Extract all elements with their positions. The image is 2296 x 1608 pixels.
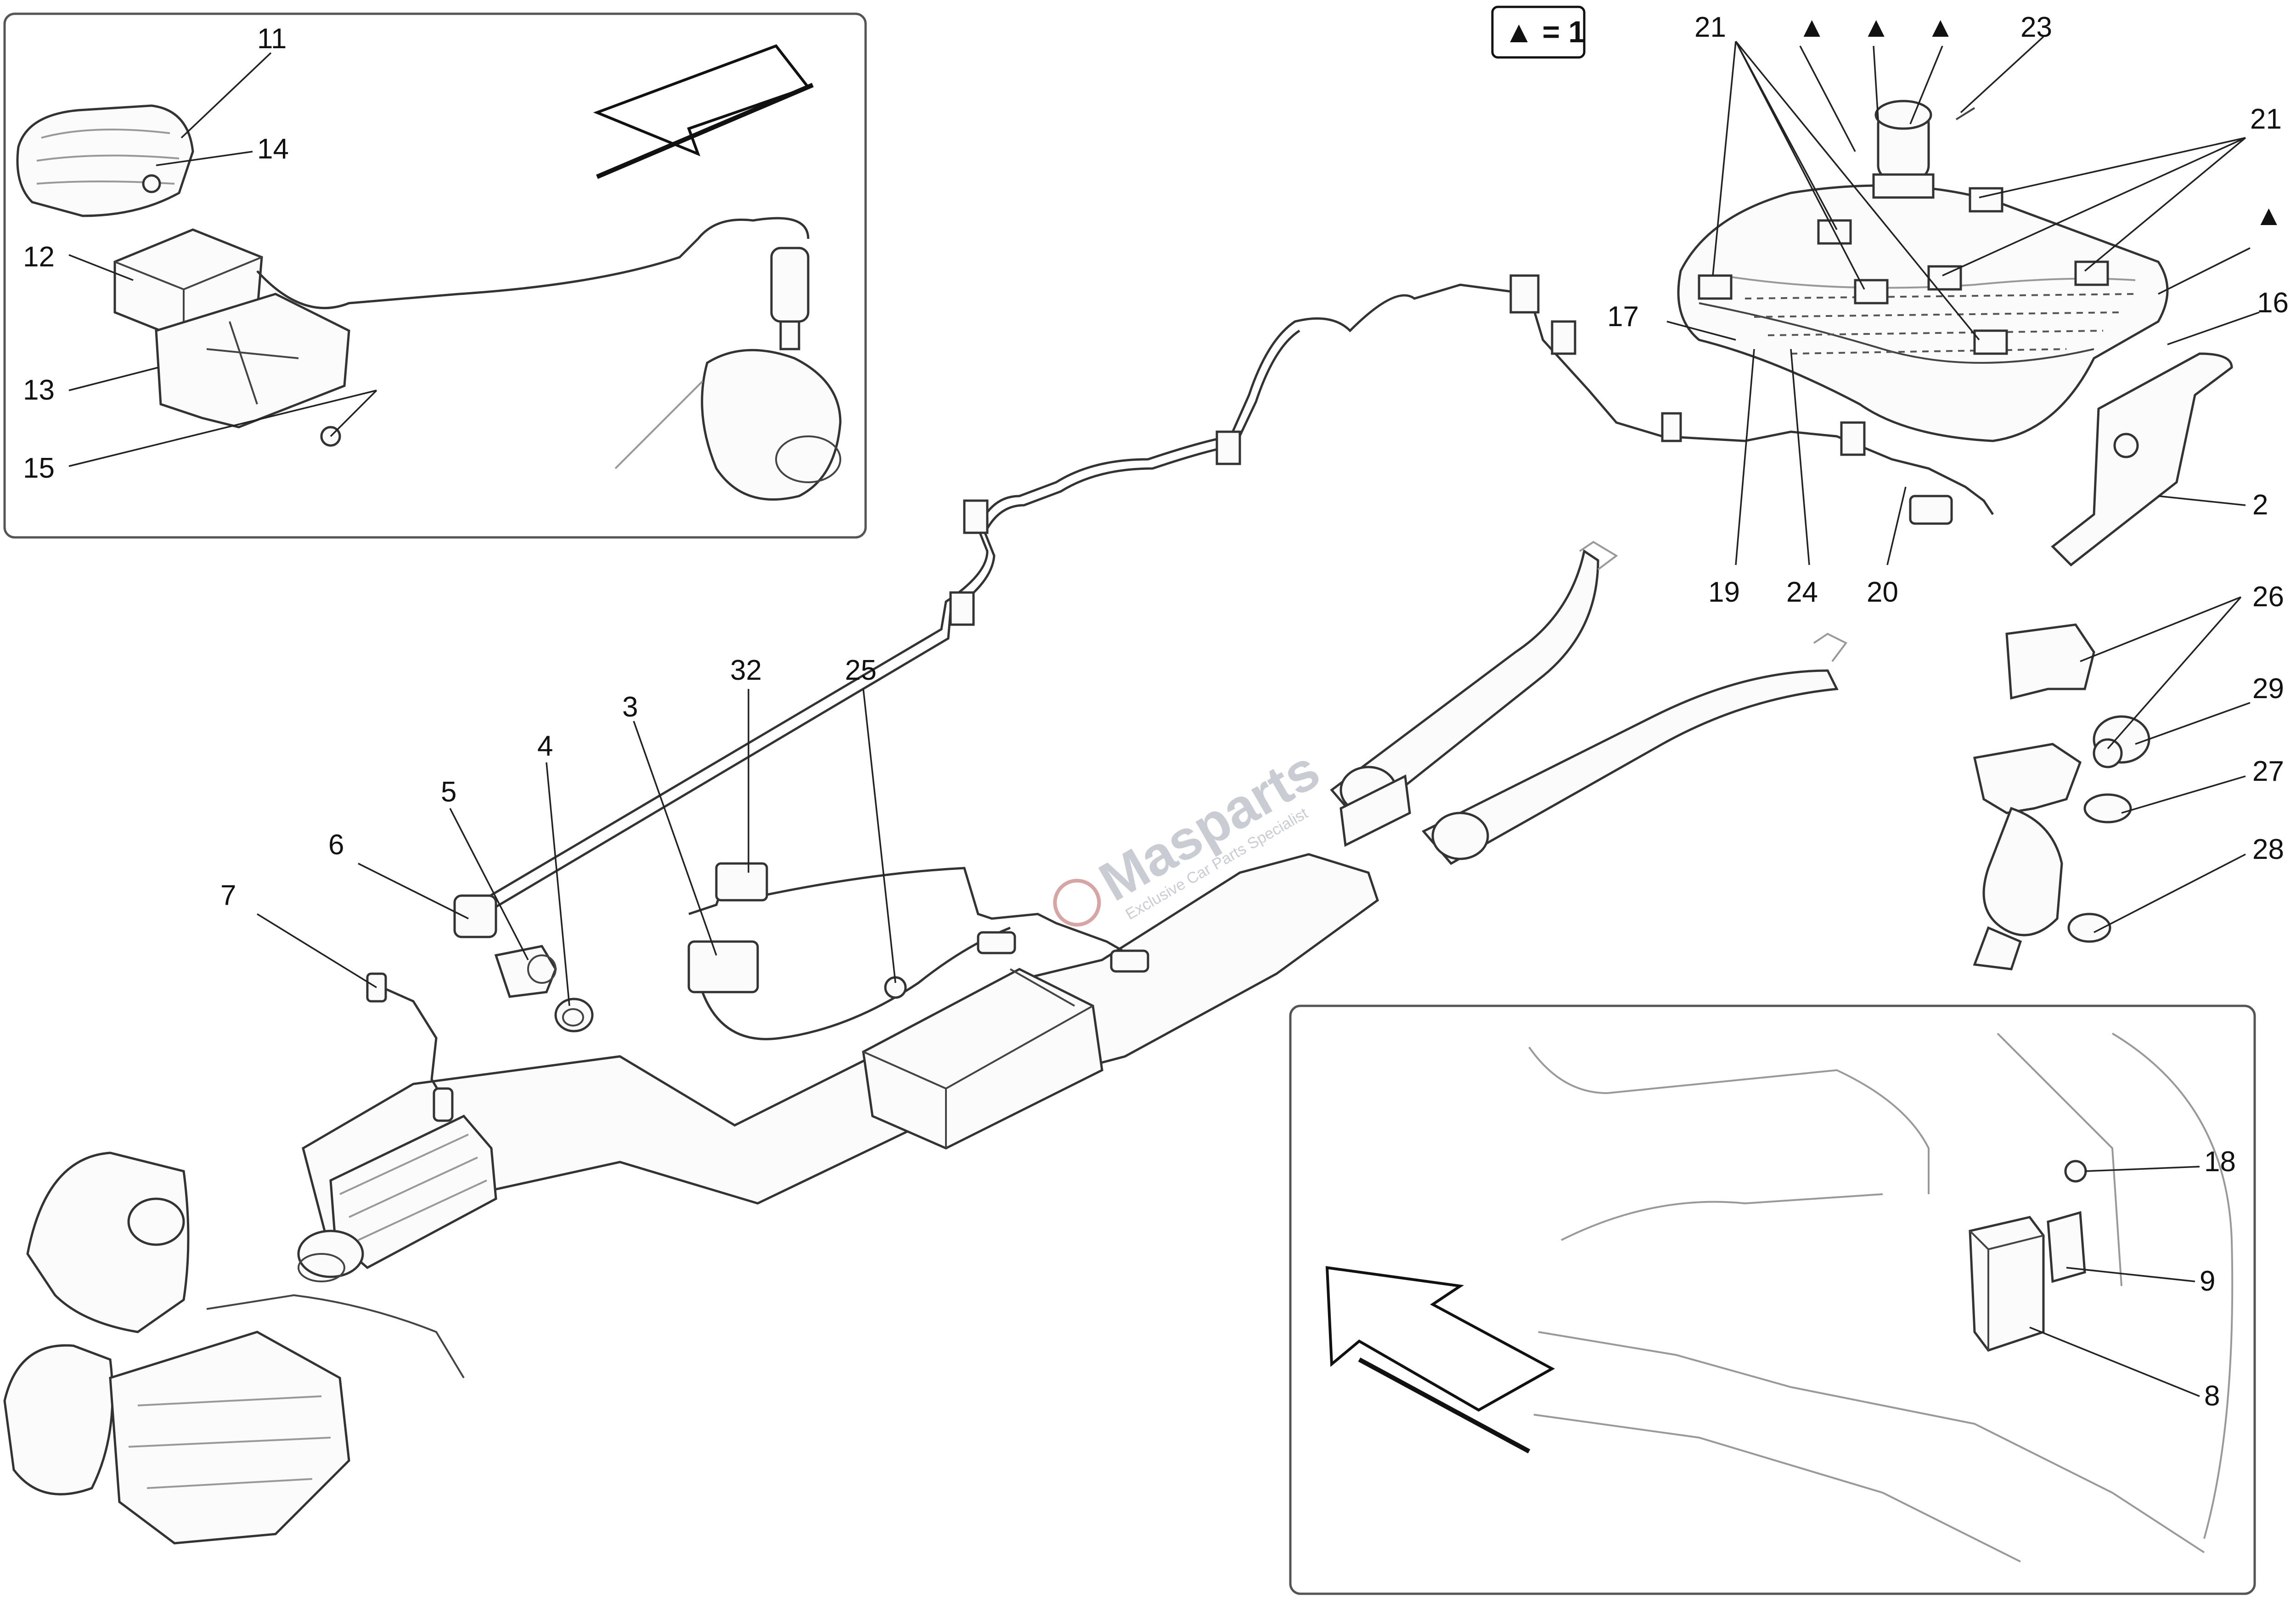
wiring-harness — [458, 274, 1994, 925]
ecu-part — [1969, 1216, 2045, 1352]
callout-19: 19 — [1708, 576, 1740, 608]
callout-14: 14 — [257, 133, 289, 165]
callout-16: 16 — [2257, 287, 2289, 319]
callout-21-right: 21 — [2250, 103, 2282, 135]
triangle-marker-1: ▲ — [1798, 11, 1826, 43]
callout-8: 8 — [2204, 1380, 2220, 1412]
callout-23: 23 — [2020, 11, 2052, 43]
inset-bottom-right — [1289, 1004, 2256, 1595]
callout-29: 29 — [2252, 673, 2284, 705]
bracket-part — [155, 293, 350, 429]
callout-26: 26 — [2252, 581, 2284, 613]
callout-24: 24 — [1786, 576, 1818, 608]
triangle-marker-2: ▲ — [1862, 11, 1890, 43]
legend: ▲ = 1 — [1491, 6, 1586, 59]
direction-arrow-bottom-right — [1325, 1266, 1555, 1454]
callout-3: 3 — [622, 691, 638, 723]
muffler-part — [862, 968, 1103, 1150]
tank-bracket-part — [2051, 352, 2233, 567]
callout-21-left: 21 — [1694, 11, 1726, 43]
sensor-group — [366, 862, 1149, 1122]
legend-text: ▲ = 1 — [1504, 15, 1585, 49]
module-part — [687, 940, 759, 993]
callout-18: 18 — [2204, 1146, 2236, 1178]
exhaust-assembly — [3, 541, 1848, 1545]
callout-4: 4 — [537, 730, 553, 762]
callout-11: 11 — [257, 23, 287, 55]
callout-5: 5 — [441, 776, 456, 808]
callout-15: 15 — [23, 452, 55, 484]
callout-6: 6 — [328, 829, 344, 861]
tank-assembly — [1677, 100, 2233, 567]
filler-pipe-group — [1973, 623, 2150, 970]
triangle-marker-4: ▲ — [2255, 200, 2283, 231]
callout-28: 28 — [2252, 834, 2284, 865]
callout-7: 7 — [220, 880, 236, 911]
exhaust-pipe-section — [701, 349, 842, 501]
callout-32: 32 — [730, 654, 762, 686]
callout-17: 17 — [1607, 301, 1639, 333]
leader-lines — [68, 36, 2260, 1397]
callout-13: 13 — [23, 374, 55, 406]
triangle-marker-3: ▲ — [1926, 11, 1954, 43]
callout-20: 20 — [1867, 576, 1898, 608]
callout-25: 25 — [845, 654, 877, 686]
callout-2: 2 — [2252, 489, 2268, 521]
callout-12: 12 — [23, 241, 55, 273]
direction-arrow-top-left — [593, 44, 814, 179]
callout-27: 27 — [2252, 756, 2284, 787]
heat-shield-part — [16, 104, 194, 217]
catalyst-part — [26, 1151, 190, 1333]
module-part — [715, 862, 768, 902]
callout-labels: 11 14 12 13 15 21 ▲ ▲ ▲ 23 21 ▲ 16 17 2 … — [23, 11, 2289, 1412]
inset-top-left — [3, 12, 867, 539]
dashed-fill-pattern — [1745, 293, 2136, 355]
callout-9: 9 — [2200, 1265, 2215, 1297]
